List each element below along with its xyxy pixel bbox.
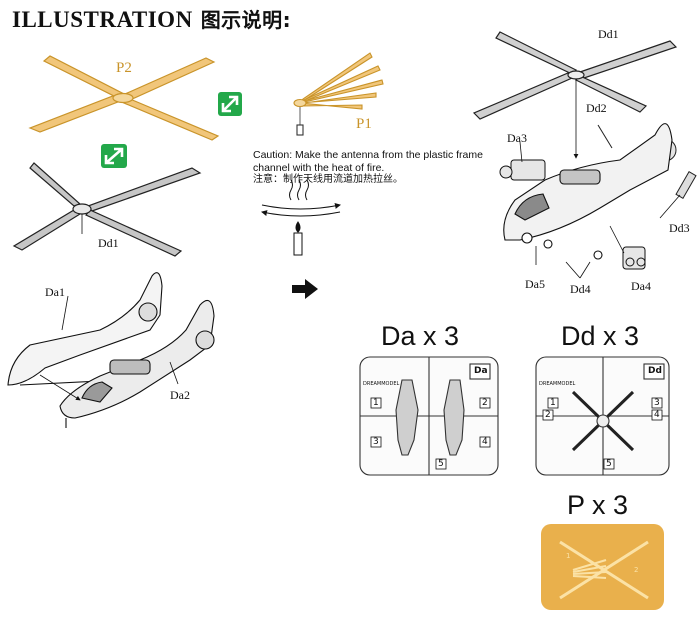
heat-stretch-illustration <box>261 179 341 256</box>
sprue-dd <box>535 356 670 476</box>
sprue-dd-num-2: 2 <box>545 410 551 420</box>
label-p1: P1 <box>356 116 372 132</box>
sprue-p-title: P x 3 <box>567 490 629 520</box>
label-dd1-left: Dd1 <box>98 236 119 250</box>
title-cn: 图示说明: <box>200 8 292 32</box>
green-flip-icon-2 <box>101 144 127 168</box>
sprue-da-tag: Da <box>474 366 488 376</box>
right-leader-lines <box>519 141 681 279</box>
sprue-dd-title: Dd x 3 <box>561 321 640 351</box>
sprue-da-num-3: 3 <box>373 437 379 447</box>
label-da1: Da1 <box>45 285 65 299</box>
caution-cn: 注意：制作天线用流道加热拉丝。 <box>253 174 403 185</box>
caution-en: Caution: Make the antenna from the plast… <box>253 149 483 174</box>
sprue-dd-number-boxes <box>542 397 663 470</box>
photoetch-fret-p <box>541 524 664 610</box>
sprue-dd-num-1: 1 <box>550 398 556 408</box>
sprue-da <box>359 356 499 476</box>
sprue-dd-brand: DREAMMODEL <box>539 381 576 387</box>
helicopter-body-right <box>503 123 673 260</box>
sprue-dd-num-3: 3 <box>654 398 660 408</box>
sprue-da-brand: DREAMMODEL <box>363 381 400 387</box>
sprue-da-num-5: 5 <box>438 459 444 469</box>
sprue-dd-tag: Dd <box>648 366 662 376</box>
dd1-rotor-part <box>12 162 202 257</box>
caution-note: Caution: Make the antenna from the plast… <box>253 149 503 187</box>
sprue-dd-num-5: 5 <box>606 459 612 469</box>
label-da3: Da3 <box>507 131 527 145</box>
label-dd4: Dd4 <box>570 282 591 296</box>
label-p2: P2 <box>116 60 132 76</box>
sprue-da-title: Da x 3 <box>381 321 460 351</box>
p2-rotor-photoetch <box>28 55 220 141</box>
da3-engine-intake <box>499 159 546 181</box>
assembly-leader-lines <box>39 295 179 401</box>
sprue-dd-num-4: 4 <box>654 410 660 420</box>
label-da5: Da5 <box>525 277 545 291</box>
main-rotor-dd1 <box>472 31 678 120</box>
label-dd1-right: Dd1 <box>598 27 619 41</box>
fuselage-halves-assembly <box>7 272 215 428</box>
title-en: ILLUSTRATION <box>12 7 193 32</box>
label-da4: Da4 <box>631 279 651 293</box>
next-step-arrow-icon <box>292 279 318 299</box>
label-da2: Da2 <box>170 388 190 402</box>
sprue-da-num-2: 2 <box>482 398 488 408</box>
sprue-da-num-1: 1 <box>373 398 379 408</box>
fret-p-num-1: 1 <box>566 552 571 560</box>
fret-p-num-2: 2 <box>634 566 639 574</box>
page-title: ILLUSTRATION 图示说明: <box>12 4 291 33</box>
label-dd2: Dd2 <box>586 101 607 115</box>
label-dd3: Dd3 <box>669 221 690 235</box>
green-flip-icon <box>218 92 242 116</box>
p1-antenna-photoetch <box>293 52 384 136</box>
da4-wheels <box>622 246 646 270</box>
sprue-da-num-4: 4 <box>482 437 488 447</box>
sprue-da-numbers <box>370 397 491 470</box>
